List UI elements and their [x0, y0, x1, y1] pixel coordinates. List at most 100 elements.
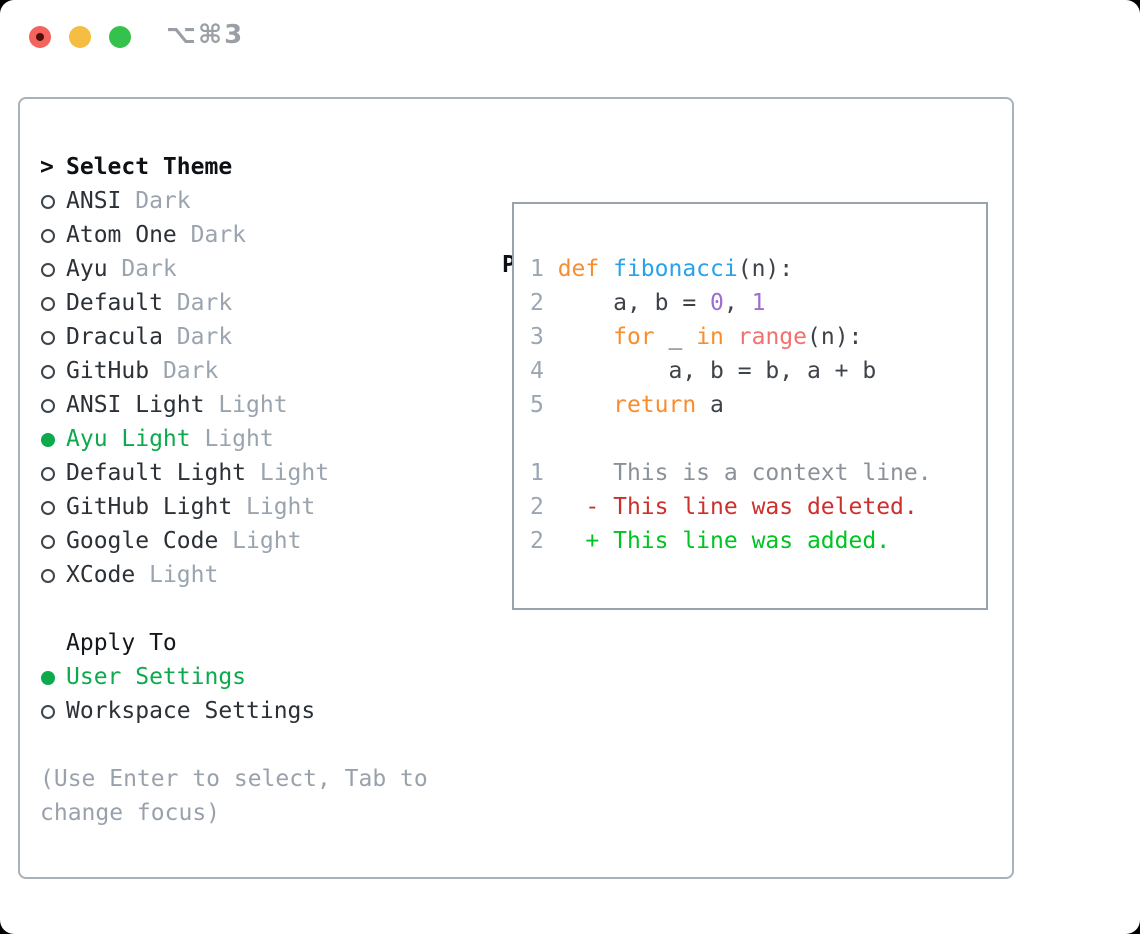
close-button[interactable]	[29, 26, 51, 48]
code-token: This is a context line.	[557, 460, 932, 486]
theme-option-label: ANSI Light	[66, 392, 205, 418]
code-token: - This line was deleted.	[585, 494, 918, 520]
code-token: 2	[530, 494, 558, 520]
radio-marker	[40, 524, 66, 558]
select-theme-header: > Select Theme	[40, 150, 428, 184]
radio-marker	[40, 252, 66, 286]
code-token: a, b =	[557, 290, 711, 316]
radio-icon	[41, 433, 55, 447]
radio-icon	[41, 501, 55, 515]
radio-marker	[40, 694, 66, 728]
hint-line-2: change focus)	[40, 800, 221, 826]
code-token: 5	[530, 392, 558, 418]
prompt-icon: >	[40, 154, 54, 180]
radio-marker	[40, 354, 66, 388]
apply-to-header: Apply To	[40, 626, 428, 660]
theme-option-label: ANSI	[66, 188, 122, 214]
theme-option-label: Default Light	[66, 460, 247, 486]
theme-category-label: Dark	[149, 358, 219, 384]
code-token: fibonacci	[613, 256, 738, 282]
theme-option[interactable]: Dracula Dark	[40, 320, 428, 354]
code-token: 2	[530, 290, 558, 316]
theme-option[interactable]: Atom One Dark	[40, 218, 428, 252]
radio-marker	[40, 456, 66, 490]
code-line: 1 This is a context line.	[530, 456, 932, 490]
theme-option-label: Google Code	[66, 528, 219, 554]
theme-option-label: XCode	[66, 562, 136, 588]
code-token: range	[737, 324, 807, 350]
radio-icon	[41, 467, 55, 481]
theme-category-label: Dark	[162, 324, 233, 350]
minimize-button[interactable]	[69, 26, 91, 48]
spacer	[40, 728, 428, 762]
code-line: 2 - This line was deleted.	[530, 490, 932, 524]
code-token: 1	[751, 290, 766, 316]
radio-icon	[41, 331, 55, 345]
code-token	[558, 324, 613, 350]
theme-category-label: Light	[246, 460, 330, 486]
theme-option[interactable]: XCode Light	[40, 558, 428, 592]
radio-icon	[41, 365, 55, 379]
code-token: return	[613, 392, 697, 418]
apply-to-indent	[40, 626, 66, 660]
code-token: in	[696, 324, 724, 350]
code-line: 1 def fibonacci(n):	[530, 252, 932, 286]
code-token: for	[613, 324, 655, 350]
theme-option[interactable]: Default Dark	[40, 286, 428, 320]
code-line	[530, 422, 932, 456]
radio-marker	[40, 422, 66, 456]
theme-category-label: Dark	[176, 222, 247, 248]
radio-icon	[41, 535, 55, 549]
code-token	[558, 528, 586, 554]
select-theme-title: Select Theme	[66, 154, 233, 180]
theme-option[interactable]: ANSI Dark	[40, 184, 428, 218]
code-token	[724, 324, 738, 350]
theme-category-label: Light	[190, 426, 274, 452]
theme-category-label: Light	[204, 392, 288, 418]
theme-option[interactable]: Ayu Dark	[40, 252, 428, 286]
code-token: 4	[530, 358, 558, 384]
theme-option-label: Ayu	[66, 256, 108, 282]
code-token: (n):	[737, 256, 794, 282]
radio-marker	[40, 490, 66, 524]
theme-option-label: Dracula	[66, 324, 163, 350]
hint-line-1: (Use Enter to select, Tab to	[40, 766, 428, 792]
theme-category-label: Light	[232, 494, 316, 520]
theme-option[interactable]: GitHub Dark	[40, 354, 428, 388]
radio-icon	[41, 229, 55, 243]
code-token: 1	[530, 256, 558, 282]
theme-category-label: Light	[135, 562, 219, 588]
apply-to-option[interactable]: User Settings	[40, 660, 428, 694]
theme-category-label: Dark	[107, 256, 177, 282]
theme-option[interactable]: Default Light Light	[40, 456, 428, 490]
radio-icon	[41, 297, 55, 311]
spacer	[40, 592, 428, 626]
code-token	[558, 494, 586, 520]
radio-marker	[40, 320, 66, 354]
code-token: 2	[530, 528, 558, 554]
theme-category-label: Dark	[162, 290, 233, 316]
theme-option[interactable]: GitHub Light Light	[40, 490, 428, 524]
radio-marker	[40, 660, 66, 694]
maximize-button[interactable]	[109, 26, 131, 48]
window-title: ⌥⌘3	[166, 20, 245, 50]
theme-option[interactable]: ANSI Light Light	[40, 388, 428, 422]
theme-option[interactable]: Ayu Light Light	[40, 422, 428, 456]
code-token: def	[557, 256, 614, 282]
theme-category-label: Dark	[121, 188, 191, 214]
code-token: 3	[530, 324, 558, 350]
theme-category-label: Light	[218, 528, 302, 554]
theme-option-label: GitHub	[66, 358, 150, 384]
apply-to-option-label: User Settings	[66, 664, 247, 690]
code-token: a	[696, 392, 724, 418]
theme-option[interactable]: Google Code Light	[40, 524, 428, 558]
code-token: ,	[723, 290, 752, 316]
radio-marker	[40, 558, 66, 592]
apply-to-option[interactable]: Workspace Settings	[40, 694, 428, 728]
